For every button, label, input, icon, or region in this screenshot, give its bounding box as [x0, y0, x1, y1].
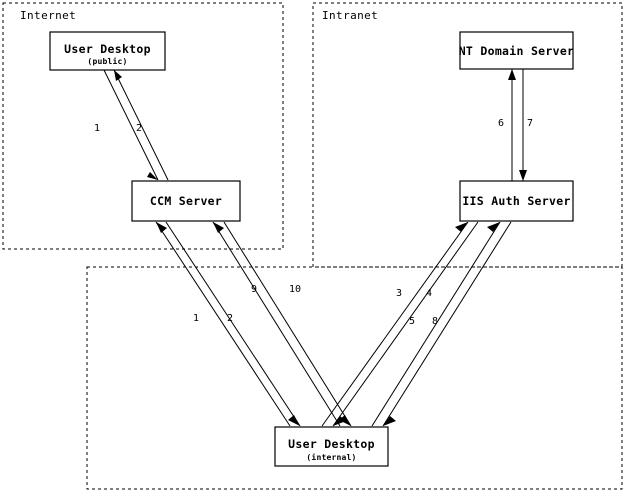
node-subtitle-user-desktop-public: (public)	[87, 56, 127, 66]
edge-line-iis-to-internal-8	[382, 221, 512, 427]
flow-label-internal-to-ccm-9: 9	[251, 284, 257, 295]
arrowhead-iis-to-internal-4	[333, 416, 346, 426]
node-title-nt-domain-server: NT Domain Server	[459, 44, 575, 58]
arrowhead-ccm-to-public-2	[114, 70, 122, 81]
node-title-user-desktop-internal: User Desktop	[288, 437, 375, 451]
flow-label-ccm-to-internal-2: 2	[227, 313, 233, 324]
node-title-user-desktop-public: User Desktop	[64, 42, 151, 56]
flow-label-internal-to-iis-5: 5	[409, 316, 415, 327]
arrowhead-internal-to-iis-3	[455, 222, 468, 232]
arrowhead-ccm-to-internal-2	[288, 415, 300, 426]
flow-label-ccm-to-public-2: 2	[136, 123, 142, 134]
flow-label-iis-to-internal-8: 8	[432, 316, 438, 327]
node-box-ccm-server	[131, 180, 241, 222]
flow-label-iis-to-internal-4: 4	[426, 288, 432, 299]
edge-line-ccm-to-public-2	[113, 69, 169, 181]
arrowhead-nt-to-iis-7	[519, 170, 527, 181]
arrowhead-public-to-ccm-1	[147, 172, 158, 180]
zone-label-intranet: Intranet	[322, 9, 378, 22]
node-box-nt-domain-server	[459, 31, 574, 70]
edge-line-ccm-to-internal-10	[223, 221, 352, 427]
node-title-ccm-server: CCM Server	[150, 194, 222, 208]
node-box-iis-auth-server	[459, 180, 574, 222]
arrowhead-internal-to-ccm-9	[213, 222, 224, 233]
node-box-user-desktop-internal	[274, 426, 389, 467]
zone-boundary-internet	[2, 2, 284, 250]
flow-label-iis-to-nt-6: 6	[498, 118, 504, 129]
zone-label-internet: Internet	[20, 9, 76, 22]
node-user-desktop-internal[interactable]: User Desktop (internal)	[274, 426, 389, 467]
edge-line-internal-to-ccm-1	[155, 221, 291, 427]
flow-label-internal-to-ccm-1: 1	[193, 313, 199, 324]
arrowhead-internal-to-ccm-1	[156, 222, 167, 233]
node-title-iis-auth-server: IIS Auth Server	[462, 194, 570, 208]
zone-boundary-internal	[86, 266, 623, 490]
node-user-desktop-public[interactable]: User Desktop (public)	[49, 31, 166, 71]
flow-label-ccm-to-internal-10: 10	[289, 284, 301, 295]
node-iis-auth-server[interactable]: IIS Auth Server	[459, 180, 574, 222]
node-box-user-desktop-public	[49, 31, 166, 71]
node-nt-domain-server[interactable]: NT Domain Server	[459, 31, 575, 70]
edge-line-ccm-to-internal-2	[165, 221, 301, 427]
arrowhead-iis-to-internal-8	[383, 416, 396, 426]
edge-line-public-to-ccm-1	[103, 69, 159, 181]
flow-label-internal-to-iis-3: 3	[396, 288, 402, 299]
arrowhead-internal-to-iis-5	[487, 222, 500, 232]
node-subtitle-user-desktop-internal: (internal)	[306, 452, 356, 462]
flow-label-public-to-ccm-1: 1	[94, 123, 100, 134]
edge-line-iis-to-internal-4	[332, 221, 479, 427]
arrowhead-iis-to-nt-6	[508, 69, 516, 80]
edge-line-internal-to-ccm-9	[212, 221, 341, 427]
edge-line-internal-to-iis-3	[321, 221, 469, 427]
node-ccm-server[interactable]: CCM Server	[131, 180, 241, 222]
edge-line-internal-to-iis-5	[371, 221, 501, 427]
flow-label-nt-to-iis-7: 7	[527, 118, 533, 129]
